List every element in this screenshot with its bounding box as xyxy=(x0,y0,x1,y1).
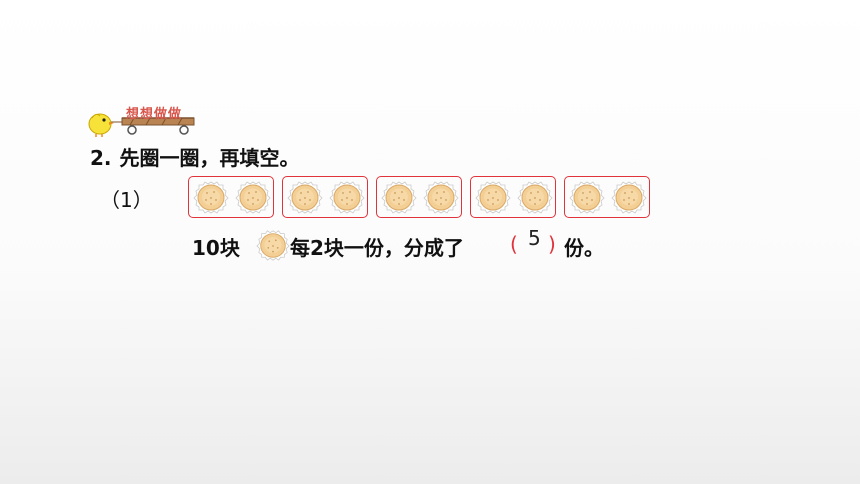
question-number: 2. xyxy=(90,146,112,170)
cookie-icon xyxy=(569,181,605,214)
part-label: （1） xyxy=(100,188,153,212)
cookie-group xyxy=(564,176,650,218)
cookie-icon xyxy=(256,230,290,261)
answer-prefix: 10块 xyxy=(192,236,240,260)
cookie-icon xyxy=(517,181,553,214)
cookie-icon xyxy=(611,181,647,214)
cookie-icon xyxy=(287,181,323,214)
question-heading: 2. 先圈一圈，再填空。 xyxy=(90,142,300,171)
cookie-group xyxy=(188,176,274,218)
think-and-do-badge: 想想做做 xyxy=(86,100,198,138)
question-instruction: 先圈一圈，再填空。 xyxy=(119,146,300,170)
answer-suffix: 份。 xyxy=(564,236,604,260)
answer-middle: 每2块一份，分成了 xyxy=(290,236,464,260)
cookie-icon xyxy=(235,181,271,214)
cookie-icon xyxy=(475,181,511,214)
badge-label: 想想做做 xyxy=(126,107,183,122)
cookie-icon xyxy=(193,181,229,214)
answer-value: 5 xyxy=(528,226,541,250)
chick-cart-icon xyxy=(88,113,195,137)
cookie-group xyxy=(282,176,368,218)
cookie-icon xyxy=(329,181,365,214)
answer-close-paren: ) xyxy=(548,232,556,256)
cookie-group xyxy=(470,176,556,218)
cookie-icon xyxy=(423,181,459,214)
answer-open-paren: ( xyxy=(510,232,518,256)
cookie-icon xyxy=(381,181,417,214)
cookie-group xyxy=(376,176,462,218)
